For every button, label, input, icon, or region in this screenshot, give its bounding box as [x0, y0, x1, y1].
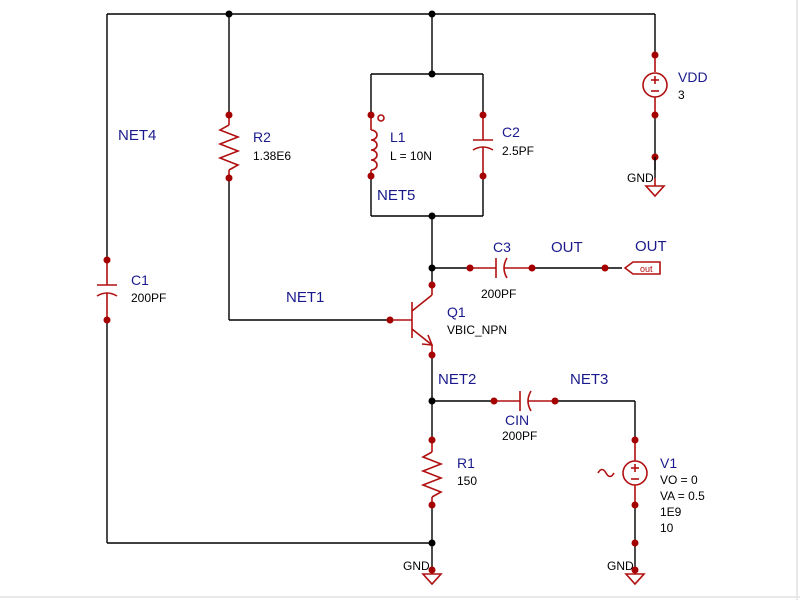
net-labels: NET4 NET1 NET5 OUT NET2 NET3	[118, 127, 608, 388]
junction	[428, 10, 436, 18]
dot-marker	[377, 114, 385, 122]
net1-label: NET1	[286, 289, 324, 306]
cin-value: 200PF	[502, 429, 537, 443]
gnd-label: GND	[607, 559, 634, 573]
capacitor-c2[interactable]: C2 2.5PF	[472, 111, 534, 180]
r2-value: 1.38E6	[253, 149, 291, 163]
ground-vdd: GND	[627, 171, 666, 198]
c3-ref: C3	[493, 239, 511, 255]
net5-label: NET5	[377, 187, 415, 204]
v1-param-freq: 1E9	[660, 505, 682, 519]
capacitor-cin[interactable]: CIN 200PF	[490, 390, 559, 443]
c1-ref: C1	[131, 272, 149, 288]
source-vdd[interactable]: VDD 3	[642, 51, 708, 161]
c1-value: 200PF	[131, 291, 166, 305]
l1-value: L = 10N	[390, 149, 432, 163]
out-port-label: OUT	[635, 238, 667, 255]
v1-ref: V1	[660, 455, 677, 471]
wires	[106, 13, 656, 570]
source-v1[interactable]: V1 VO = 0 VA = 0.5 1E9 10	[597, 436, 705, 547]
port-tag: out	[640, 264, 653, 274]
junction	[428, 264, 436, 272]
transistor-q1[interactable]: Q1 VBIC_NPN	[386, 281, 508, 359]
net2-label: NET2	[438, 371, 476, 388]
junction	[428, 70, 436, 78]
c2-ref: C2	[502, 124, 520, 140]
l1-ref: L1	[390, 129, 406, 145]
r1-ref: R1	[457, 455, 475, 471]
ground-r1: GND	[403, 559, 443, 586]
junction	[428, 212, 436, 220]
junction	[428, 397, 436, 405]
junction	[225, 10, 233, 18]
gnd-label: GND	[627, 171, 654, 185]
net3-label: NET3	[570, 371, 608, 388]
cin-ref: CIN	[505, 412, 529, 428]
capacitor-c3[interactable]: C3 200PF	[466, 239, 536, 301]
v1-param-va: VA = 0.5	[660, 489, 705, 503]
output-port[interactable]: out OUT	[601, 238, 667, 275]
junctions	[225, 10, 436, 547]
gnd-label: GND	[403, 559, 430, 573]
vdd-value: 3	[678, 88, 685, 102]
r1-value: 150	[457, 474, 477, 488]
q1-value: VBIC_NPN	[447, 323, 507, 337]
junction	[428, 539, 436, 547]
c3-value: 200PF	[481, 287, 516, 301]
c2-value: 2.5PF	[502, 144, 534, 158]
v1-param-vo: VO = 0	[660, 473, 698, 487]
ground-v1: GND	[607, 559, 646, 586]
inductor-l1[interactable]: L1 L = 10N	[367, 111, 432, 180]
out-net-label: OUT	[551, 239, 583, 256]
resistor-r2[interactable]: R2 1.38E6	[217, 111, 291, 182]
q1-ref: Q1	[447, 304, 466, 320]
sine-wave-icon	[597, 468, 615, 478]
net4-label: NET4	[118, 127, 156, 144]
r2-ref: R2	[253, 129, 271, 145]
vdd-ref: VDD	[678, 69, 708, 85]
resistor-r1[interactable]: R1 150	[420, 436, 477, 509]
v1-param-4: 10	[660, 521, 674, 535]
capacitor-c1[interactable]: C1 200PF	[96, 256, 166, 324]
